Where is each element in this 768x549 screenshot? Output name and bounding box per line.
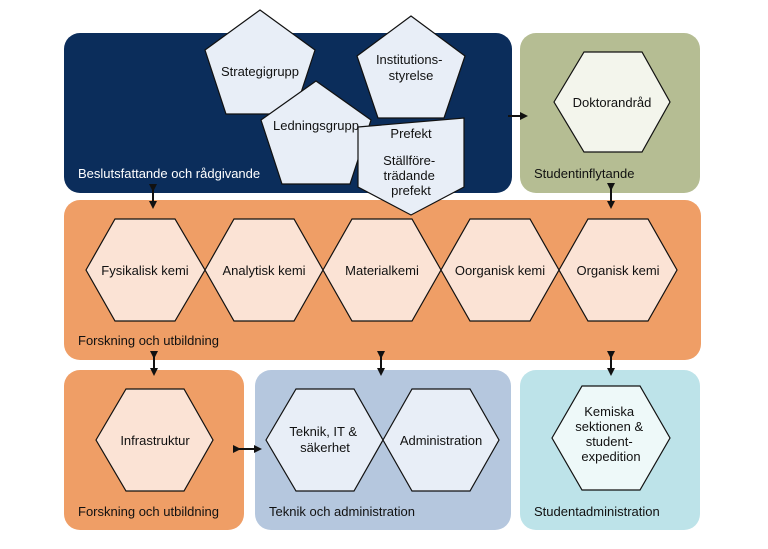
oorganisk-label: Oorganisk kemi [455,263,545,278]
group-label-forskning-infra: Forskning och utbildning [78,504,219,519]
infrastruktur-label: Infrastruktur [120,433,190,448]
strategigrupp-pentagon [204,9,316,115]
kemiska-hexagon [551,385,671,491]
stallforetradande-line1: Ställföre- [383,153,435,168]
organisk-hexagon [558,218,678,322]
doktorandrad-hexagon [553,51,671,153]
teknik-it-line1: Teknik, IT & [289,424,357,439]
analytisk-label: Analytisk kemi [222,263,305,278]
group-label-studentadmin: Studentadministration [534,504,660,519]
institutionsstyrelse-line2: styrelse [389,68,434,83]
strategigrupp-label: Strategigrupp [221,64,299,79]
stallforetradande-line2: trädande [384,168,435,183]
institutionsstyrelse-pentagon [356,15,466,119]
doktorandrad-label: Doktorandråd [573,95,652,110]
institutionsstyrelse-line1: Institutions- [376,52,442,67]
kemiska-label: Kemiska sektionen & student- expedition [575,404,647,464]
kemiska-line3: student- [586,434,633,449]
kemiska-line4: expedition [581,449,640,464]
fysikalisk-label: Fysikalisk kemi [101,263,189,278]
materialkemi-label: Materialkemi [345,263,419,278]
prefekt-pentagon [357,117,465,216]
institutionsstyrelse-label: Institutions- styrelse [376,52,446,83]
ledningsgrupp-pentagon [260,80,372,185]
kemiska-line2: sektionen & [575,419,643,434]
group-label-forskning-main: Forskning och utbildning [78,333,219,348]
group-label-beslut: Beslutsfattande och rådgivande [78,166,260,181]
group-label-teknik-admin: Teknik och administration [269,504,415,519]
teknik-it-label: Teknik, IT & säkerhet [289,424,360,455]
organisk-label: Organisk kemi [576,263,659,278]
administration-hexagon [382,388,500,492]
stallforetradande-label: Ställföre- trädande prefekt [383,153,439,198]
prefekt-label: Prefekt [390,126,432,141]
administration-label: Administration [400,433,482,448]
ledningsgrupp-label: Ledningsgrupp [273,118,359,133]
infrastruktur-hexagon [95,388,214,492]
stallforetradande-line3: prefekt [391,183,431,198]
teknik-it-line2: säkerhet [300,440,350,455]
group-label-studentinflytande: Studentinflytande [534,166,634,181]
kemiska-line1: Kemiska [584,404,635,419]
